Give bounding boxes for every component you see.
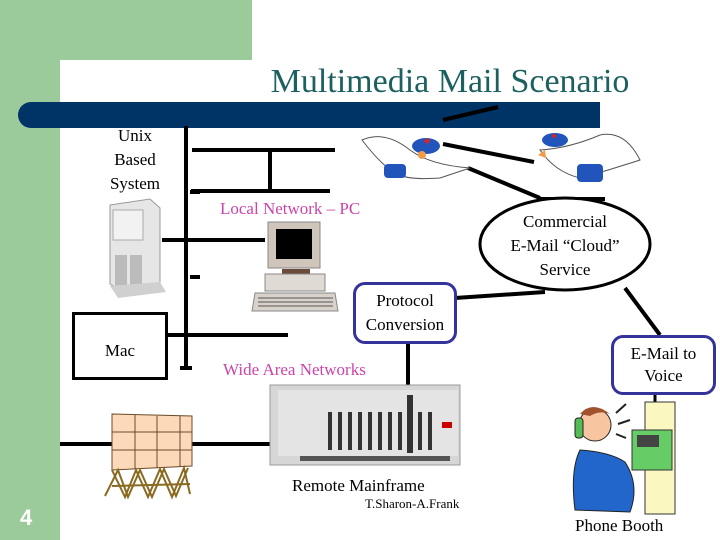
cloud-label-line: E-Mail “Cloud” bbox=[510, 236, 620, 255]
protocol-to-cloud-line bbox=[454, 290, 546, 300]
rack-mainframe-icon bbox=[269, 384, 461, 466]
page-number: 4 bbox=[20, 505, 33, 530]
mail-carrier-pigeon-icon bbox=[361, 136, 471, 180]
protocol-conversion-label-line: Conversion bbox=[365, 315, 445, 334]
unix-based-system-label: Unix Based System bbox=[100, 124, 170, 196]
cloud-label-line: Commercial bbox=[522, 212, 608, 231]
footer-credit: T.Sharon-A.Frank bbox=[365, 496, 460, 511]
desktop-pc-icon bbox=[251, 221, 339, 312]
protocol-conversion-label-line: Protocol bbox=[376, 291, 434, 310]
email-to-voice-box: E-Mail to Voice bbox=[611, 335, 716, 395]
billboard-icon bbox=[104, 413, 193, 500]
green-accent-sidebar bbox=[0, 0, 60, 540]
unix-label-line: Unix bbox=[118, 126, 152, 145]
cloud-service-ellipse bbox=[478, 196, 652, 292]
wide-area-networks-label: Wide Area Networks bbox=[223, 360, 366, 379]
server-tower-icon bbox=[109, 198, 166, 298]
local-network-label: Local Network – PC bbox=[220, 199, 361, 218]
email-to-voice-label-line: Voice bbox=[644, 366, 683, 385]
cloud-service-label: Commercial E-Mail “Cloud” Service bbox=[490, 210, 640, 282]
mac-label: Mac bbox=[104, 341, 136, 360]
mail-carrier-pigeon-icon bbox=[538, 133, 641, 182]
protocol-conversion-box: Protocol Conversion bbox=[353, 282, 457, 344]
man-on-payphone-icon bbox=[572, 401, 676, 515]
phone-booth-label: Phone Booth bbox=[575, 516, 664, 535]
email-to-voice-label-line: E-Mail to bbox=[630, 344, 697, 363]
cloud-label-line: Service bbox=[539, 260, 591, 279]
unix-label-line: Based bbox=[114, 150, 156, 169]
connector-lines bbox=[60, 105, 662, 446]
cloud-to-voice-line bbox=[623, 286, 662, 337]
mac-box: Mac bbox=[72, 312, 168, 380]
remote-mainframe-label: Remote Mainframe bbox=[292, 476, 425, 495]
slide-title: Multimedia Mail Scenario bbox=[270, 63, 630, 100]
title-underline-bar bbox=[18, 102, 600, 128]
unix-label-line: System bbox=[109, 174, 161, 193]
